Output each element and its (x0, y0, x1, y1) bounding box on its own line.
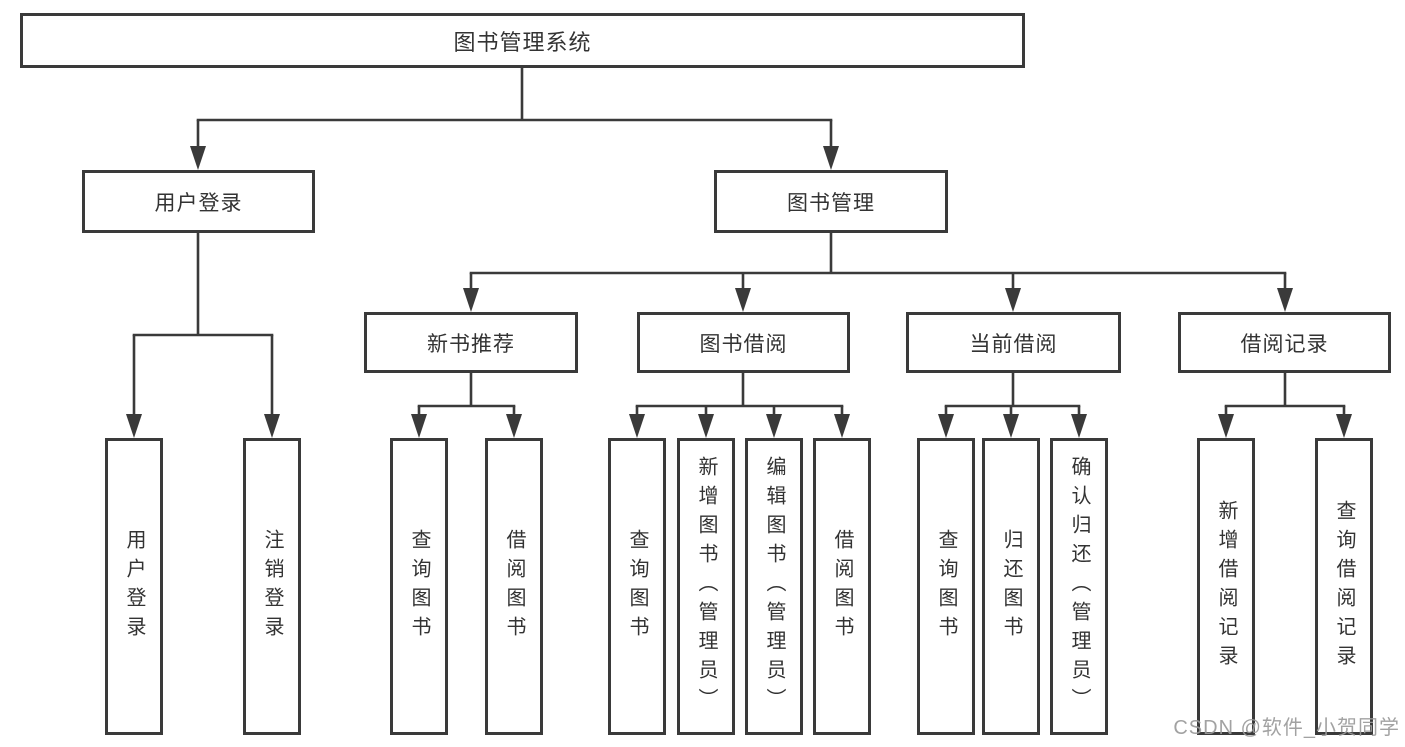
node-label: 借阅图书 (503, 528, 525, 645)
node-label: 确认归还（管理员） (1068, 456, 1090, 717)
node-label: 图书管理系统 (453, 29, 592, 55)
node-book-management: 图书管理 (714, 170, 948, 233)
node-label: 用户登录 (154, 191, 243, 215)
node-current-borrow: 当前借阅 (906, 312, 1121, 373)
leaf-add-borrow-record: 新增借阅记录 (1197, 438, 1255, 735)
node-borrow-records: 借阅记录 (1178, 312, 1391, 373)
leaf-query-books-borrow: 查询图书 (608, 438, 666, 735)
node-label: 图书借阅 (699, 332, 788, 356)
node-label: 编辑图书（管理员） (763, 456, 785, 717)
leaf-query-books-current: 查询图书 (917, 438, 975, 735)
node-label: 当前借阅 (969, 332, 1058, 356)
leaf-user-login: 用户登录 (105, 438, 163, 735)
leaf-query-books-recommend: 查询图书 (390, 438, 448, 735)
node-label: 图书管理 (787, 191, 875, 215)
node-label: 用户登录 (123, 528, 145, 645)
leaf-borrow-books-recommend: 借阅图书 (485, 438, 543, 735)
node-label: 新书推荐 (427, 332, 515, 356)
node-label: 借阅记录 (1240, 332, 1329, 356)
watermark-text: CSDN @软件_小贺同学 (1173, 717, 1400, 739)
node-label: 注销登录 (261, 528, 283, 645)
leaf-logout: 注销登录 (243, 438, 301, 735)
leaf-query-borrow-record: 查询借阅记录 (1315, 438, 1373, 735)
node-label: 新增借阅记录 (1215, 499, 1237, 674)
node-book-borrow: 图书借阅 (637, 312, 850, 373)
node-system-root: 图书管理系统 (20, 13, 1025, 68)
node-user-login: 用户登录 (82, 170, 315, 233)
node-label: 新增图书（管理员） (695, 456, 717, 717)
node-label: 借阅图书 (831, 528, 853, 645)
node-label: 查询借阅记录 (1333, 499, 1355, 674)
node-label: 查询图书 (408, 528, 430, 645)
node-label: 查询图书 (626, 528, 648, 645)
leaf-confirm-return-admin: 确认归还（管理员） (1050, 438, 1108, 735)
leaf-borrow-books: 借阅图书 (813, 438, 871, 735)
leaf-return-books: 归还图书 (982, 438, 1040, 735)
node-new-book-recommend: 新书推荐 (364, 312, 578, 373)
leaf-add-books-admin: 新增图书（管理员） (677, 438, 735, 735)
node-label: 查询图书 (935, 528, 957, 645)
leaf-edit-books-admin: 编辑图书（管理员） (745, 438, 803, 735)
node-label: 归还图书 (1000, 528, 1022, 645)
